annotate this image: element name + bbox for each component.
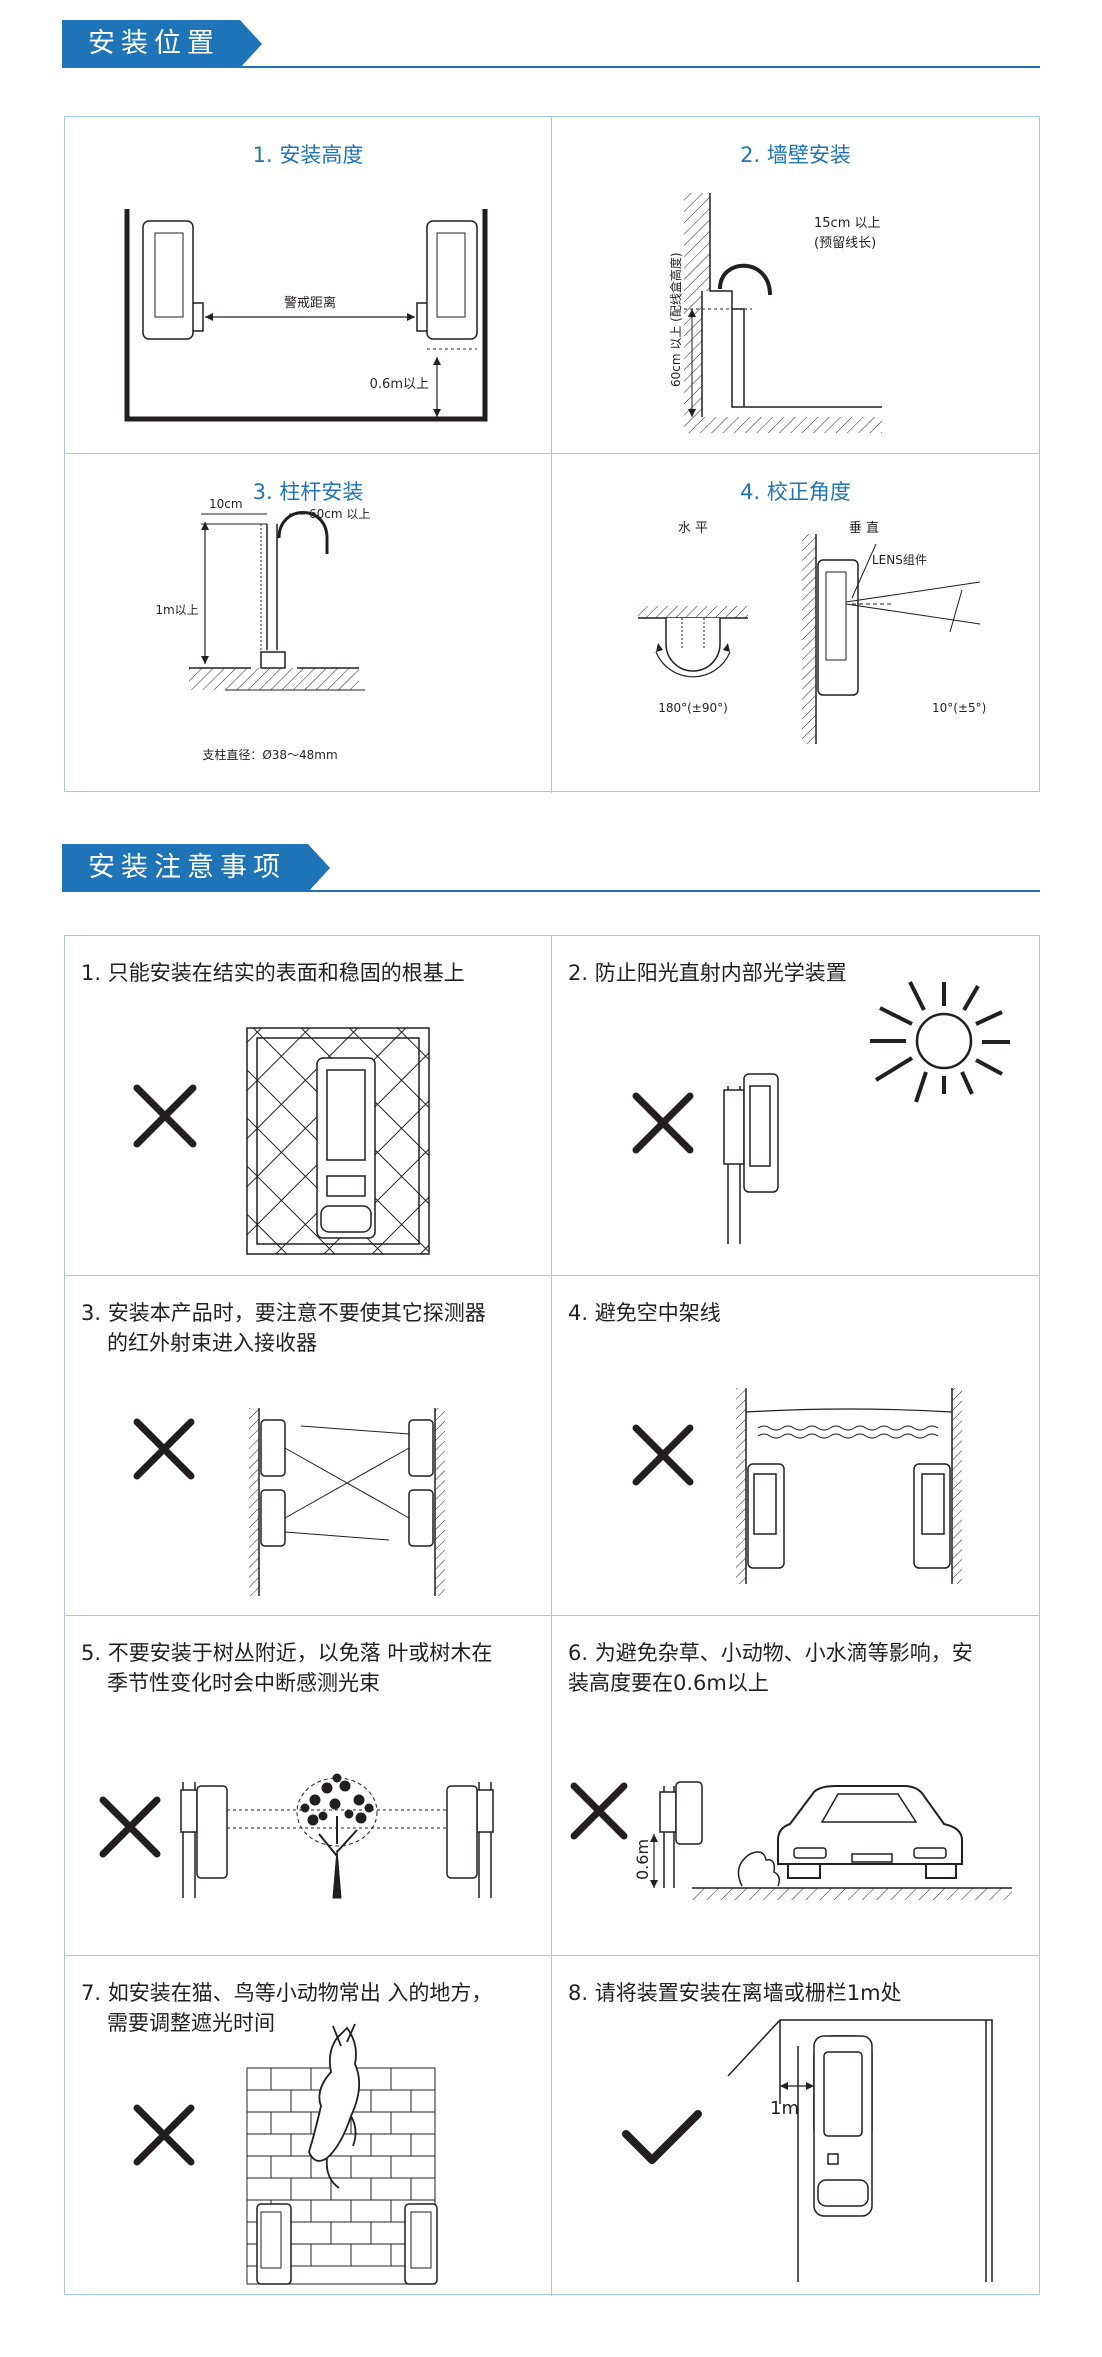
label-horizontal: 水 平: [678, 521, 708, 536]
cross-mark-icon: [133, 1418, 195, 1480]
note-avoid-trees: 5. 不要安装于树丛附近，以免落 叶或树木在 季节性变化时会中断感测光束: [65, 1616, 552, 1956]
panel-title: 4. 校正角度: [740, 480, 851, 504]
label-alert-distance: 警戒距离: [284, 295, 336, 311]
label-60cm: 60cm 以上 (配线盒高度): [668, 252, 683, 387]
note-text-continued: 季节性变化时会中断感测光束: [107, 1671, 380, 1695]
cross-mark-icon: [133, 1084, 197, 1148]
note-text: 6. 为避免杂草、小动物、小水滴等影响，安: [568, 1641, 973, 1665]
label-60cm: 60cm 以上: [309, 507, 370, 521]
note-text: 2. 防止阳光直射内部光学装置: [568, 961, 847, 985]
note-5-diagram: [99, 1773, 494, 1899]
panel-title: 2. 墙壁安装: [740, 143, 851, 167]
note-small-animals: 7. 如安装在猫、鸟等小动物常出 入的地方， 需要调整遮光时间: [65, 1956, 552, 2296]
section-header-installation-notes: 安装注意事项: [62, 844, 1040, 898]
note-text-continued: 装高度要在0.6m以上: [568, 1671, 769, 1695]
section-rule: [62, 66, 1040, 68]
cross-mark-icon: [99, 1796, 161, 1858]
note-avoid-other-beams: 3. 安装本产品时，要注意不要使其它探测器 的红外射束进入接收器: [65, 1276, 552, 1616]
panel-install-height: 1. 安装高度 警戒距离 0.6m以上: [65, 117, 552, 454]
pole-mount-diagram: 10cm 60cm 以上 1m以上 支柱直径：Ø38～48mm: [155, 497, 370, 762]
panel-angle-adjust: 4. 校正角度: [552, 454, 1039, 793]
note-avoid-sunlight: 2. 防止阳光直射内部光学装置: [552, 936, 1039, 1276]
cross-mark-icon: [632, 1424, 694, 1486]
label-height: 0.6m以上: [370, 377, 429, 392]
panel-pole-mount: 3. 柱杆安装: [65, 454, 552, 793]
check-mark-icon: [622, 2110, 702, 2164]
note-text: 7. 如安装在猫、鸟等小动物常出 入的地方，: [81, 1981, 493, 2005]
note-solid-surface: 1. 只能安装在结实的表面和稳固的根基上: [65, 936, 552, 1276]
label-15cm: 15cm 以上: [814, 216, 881, 231]
label-height: 0.6m: [633, 1839, 652, 1880]
note-6-diagram: 0.6m: [570, 1781, 1012, 1900]
installation-notes-grid: 1. 只能安装在结实的表面和稳固的根基上 2. 防止阳光直射: [64, 935, 1040, 2296]
label-10cm: 10cm: [209, 497, 243, 511]
installation-position-grid: 1. 安装高度 警戒距离 0.6m以上: [64, 116, 1040, 793]
note-text: 5. 不要安装于树丛附近，以免落 叶或树木在: [81, 1641, 493, 1665]
note-8-diagram: 1m: [622, 2019, 993, 2282]
label-180: 180°(±90°): [658, 701, 728, 715]
label-1m: 1m以上: [155, 603, 198, 617]
section-rule: [62, 890, 1040, 892]
section-header-installation-position: 安装位置: [62, 20, 1040, 74]
note-text-continued: 的红外射束进入接收器: [107, 1331, 317, 1355]
section-title: 安装位置: [62, 20, 262, 68]
panel-title: 1. 安装高度: [252, 143, 364, 167]
note-4-diagram: [632, 1388, 962, 1584]
cross-mark-icon: [632, 1092, 694, 1154]
panel-wall-mount: 2. 墙壁安装 15cm 以上 (预留线长): [552, 117, 1039, 454]
sun-icon: [870, 981, 1010, 1103]
cross-mark-icon: [570, 1782, 628, 1840]
panel-title: 3. 柱杆安装: [252, 480, 364, 504]
note-2-diagram: [632, 981, 1010, 1244]
install-height-diagram: 警戒距离 0.6m以上: [124, 209, 488, 422]
note-text: 1. 只能安装在结实的表面和稳固的根基上: [81, 961, 465, 985]
note-1m-from-wall: 8. 请将装置安装在离墙或栅栏1m处 1m: [552, 1956, 1039, 2296]
note-text: 3. 安装本产品时，要注意不要使其它探测器: [81, 1301, 486, 1325]
tree-icon: [296, 1773, 378, 1899]
label-distance: 1m: [770, 2098, 799, 2119]
cat-icon: [308, 2023, 361, 2189]
note-text-continued: 需要调整遮光时间: [107, 2011, 275, 2035]
wall-mount-diagram: 15cm 以上 (预留线长) 60cm 以上 (配线盒高度): [668, 193, 882, 433]
note-3-diagram: [133, 1408, 445, 1596]
label-10: 10°(±5°): [932, 701, 986, 715]
note-avoid-overhead-wires: 4. 避免空中架线: [552, 1276, 1039, 1616]
label-vertical: 垂 直: [849, 521, 879, 536]
label-diameter: 支柱直径：Ø38～48mm: [202, 747, 337, 762]
angle-adjust-diagram: 水 平 垂 直 LENS组件 180°(±90°) 10°(±5°): [638, 521, 986, 744]
note-text: 4. 避免空中架线: [568, 1301, 721, 1325]
label-reserved-cable: (预留线长): [814, 236, 876, 251]
note-1-diagram: [133, 1027, 430, 1255]
cross-mark-icon: [133, 2104, 195, 2166]
section-title: 安装注意事项: [62, 844, 330, 892]
label-lens: LENS组件: [872, 553, 927, 567]
note-text: 8. 请将装置安装在离墙或栅栏1m处: [568, 1981, 902, 2005]
note-7-diagram: [133, 2023, 438, 2285]
note-height-above-0-6m: 6. 为避免杂草、小动物、小水滴等影响，安 装高度要在0.6m以上: [552, 1616, 1039, 1956]
